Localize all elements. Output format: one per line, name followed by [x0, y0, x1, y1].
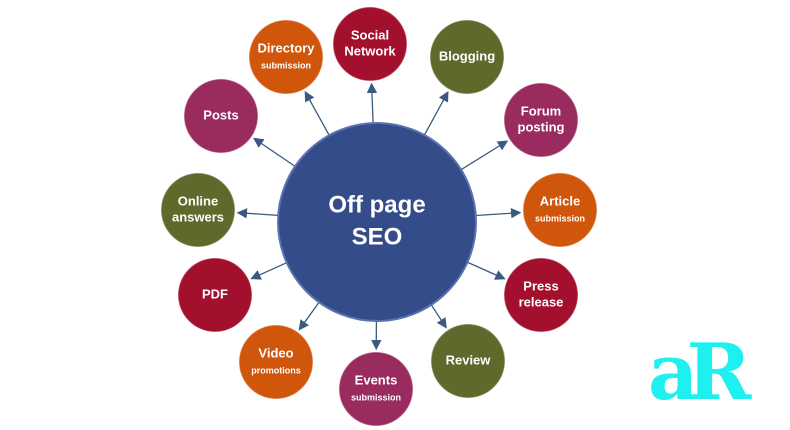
- node-circle: [332, 6, 408, 82]
- arrow: [423, 90, 449, 136]
- node-label: submission: [261, 60, 311, 70]
- node-label: Directory: [257, 40, 315, 55]
- node-review: Review: [430, 323, 506, 399]
- node-events-submission: Events submission: [338, 351, 414, 427]
- node-label: posting: [518, 119, 565, 134]
- arrow: [250, 262, 288, 280]
- center-node: Off page SEO: [277, 122, 477, 322]
- logo-text: aR: [648, 327, 751, 418]
- arrow: [304, 90, 330, 136]
- ar-logo: aR: [648, 334, 773, 422]
- node-circle: [429, 19, 505, 95]
- node-directory-submission: Directory submission: [248, 19, 324, 95]
- arrow: [236, 208, 279, 219]
- node-label: Online: [178, 193, 218, 208]
- node-circle: [338, 351, 414, 427]
- node-label: submission: [351, 392, 401, 402]
- node-label: submission: [535, 213, 585, 223]
- node-circle: [248, 19, 324, 95]
- node-label: Posts: [203, 107, 238, 122]
- node-label: release: [519, 294, 564, 309]
- node-posts: Posts: [183, 78, 259, 154]
- node-circle: [522, 172, 598, 248]
- node-article-submission: Article submission: [522, 172, 598, 248]
- node-label: Network: [344, 43, 396, 58]
- center-title-line1: Off page: [328, 191, 425, 218]
- node-video-promotions: Video promotions: [238, 324, 314, 400]
- node-label: Article: [540, 193, 580, 208]
- node-label: Review: [446, 352, 492, 367]
- node-label: Social: [351, 27, 389, 42]
- arrow: [298, 301, 320, 331]
- node-circle: [177, 257, 253, 333]
- node-label: Events: [355, 372, 398, 387]
- node-circle: [183, 78, 259, 154]
- node-blogging: Blogging: [429, 19, 505, 95]
- node-label: PDF: [202, 286, 228, 301]
- arrow: [366, 82, 378, 124]
- node-circle: [503, 82, 579, 158]
- arrow: [460, 140, 509, 171]
- node-circle: [160, 172, 236, 248]
- arrow: [430, 304, 447, 329]
- node-circle: [238, 324, 314, 400]
- arrow: [467, 261, 506, 280]
- arrow: [475, 208, 522, 219]
- center-circle: [277, 122, 477, 322]
- node-pdf: PDF: [177, 257, 253, 333]
- center-title-line2: SEO: [352, 223, 403, 250]
- arrow: [253, 137, 296, 167]
- node-label: answers: [172, 209, 224, 224]
- node-circle: [503, 257, 579, 333]
- node-circle: [430, 323, 506, 399]
- node-label: Blogging: [439, 48, 495, 63]
- node-label: Video: [258, 345, 293, 360]
- node-label: Forum: [521, 103, 561, 118]
- node-label: promotions: [251, 365, 301, 375]
- node-label: Press: [523, 278, 558, 293]
